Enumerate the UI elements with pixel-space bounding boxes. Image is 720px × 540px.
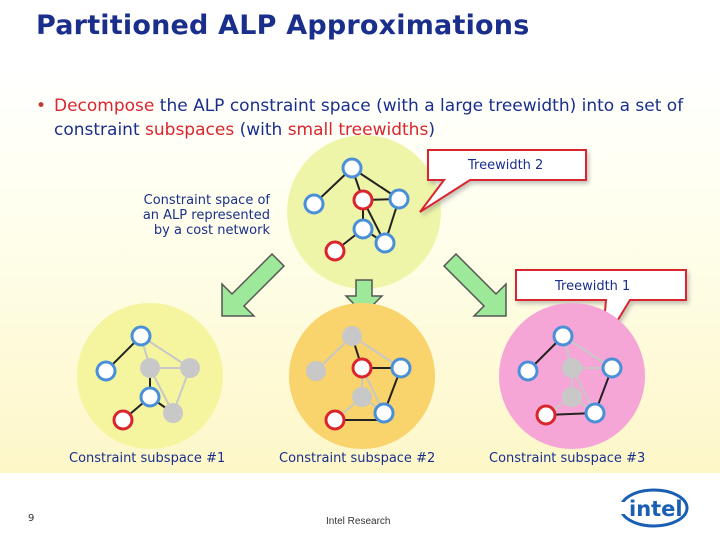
cost-network-label: Constraint space of an ALP represented b… xyxy=(120,193,270,238)
node-blue xyxy=(390,357,412,379)
bullet-text-part4: (with xyxy=(234,120,288,140)
node-blue xyxy=(584,402,606,424)
subspace-3-label: Constraint subspace #3 xyxy=(489,451,646,466)
callout-treewidth-2-text: Treewidth 2 xyxy=(467,158,543,173)
node-red xyxy=(352,189,374,211)
callout-treewidth-2: Treewidth 2 xyxy=(419,149,587,213)
node-blue xyxy=(373,402,395,424)
node-gray xyxy=(352,387,372,407)
node-gray xyxy=(140,358,160,378)
node-gray xyxy=(342,326,362,346)
intel-logo: intel xyxy=(618,488,689,528)
cost-network-nodes xyxy=(303,157,410,262)
subspace-1-label: Constraint subspace #1 xyxy=(69,451,226,466)
node-gray xyxy=(180,358,200,378)
slide-footer xyxy=(0,473,720,540)
subspace-2-nodes xyxy=(306,326,412,431)
node-red xyxy=(112,409,134,431)
cost-label-line3: by a cost network xyxy=(153,223,270,238)
intel-logo-text: intel xyxy=(629,497,683,521)
page-number: 9 xyxy=(28,513,35,524)
node-red xyxy=(535,404,557,426)
bullet-word-subspaces: subspaces xyxy=(145,120,235,140)
node-blue xyxy=(303,193,325,215)
node-red xyxy=(324,409,346,431)
node-blue xyxy=(388,188,410,210)
slide-title: Partitioned ALP Approximations xyxy=(36,10,530,41)
bullet-text-part6: ) xyxy=(428,120,435,140)
node-red xyxy=(351,357,373,379)
subspace-2-label: Constraint subspace #2 xyxy=(279,451,436,466)
arrow-left xyxy=(221,252,286,317)
callout-treewidth-1-text: Treewidth 1 xyxy=(554,279,630,294)
subspace-1-nodes xyxy=(95,325,200,431)
footer-text: Intel Research xyxy=(326,516,391,527)
cost-label-line1: Constraint space of xyxy=(143,193,270,208)
node-gray xyxy=(562,387,582,407)
node-blue xyxy=(139,386,161,408)
node-blue xyxy=(95,360,117,382)
node-gray xyxy=(306,361,326,381)
bullet-text: Decompose the ALP constraint space (with… xyxy=(54,94,696,142)
node-blue xyxy=(601,357,623,379)
bullet-text-part2: the ALP constraint space (with a large t… xyxy=(54,96,684,140)
subspace-3-nodes xyxy=(517,325,623,426)
bullet-point: • Decompose the ALP constraint space (wi… xyxy=(36,94,696,142)
node-gray xyxy=(562,358,582,378)
bullet-word-small-treewidths: small treewidths xyxy=(287,120,429,140)
node-blue xyxy=(130,325,152,347)
bullet-word-decompose: Decompose xyxy=(54,96,155,116)
node-gray xyxy=(163,403,183,423)
arrow-right xyxy=(442,252,507,317)
bullet-dot: • xyxy=(36,96,47,116)
node-blue xyxy=(517,360,539,382)
node-red xyxy=(324,240,346,262)
node-blue xyxy=(352,218,374,240)
cost-label-line2: an ALP represented xyxy=(142,208,270,223)
node-blue xyxy=(552,325,574,347)
node-blue xyxy=(374,232,396,254)
node-blue xyxy=(341,157,363,179)
